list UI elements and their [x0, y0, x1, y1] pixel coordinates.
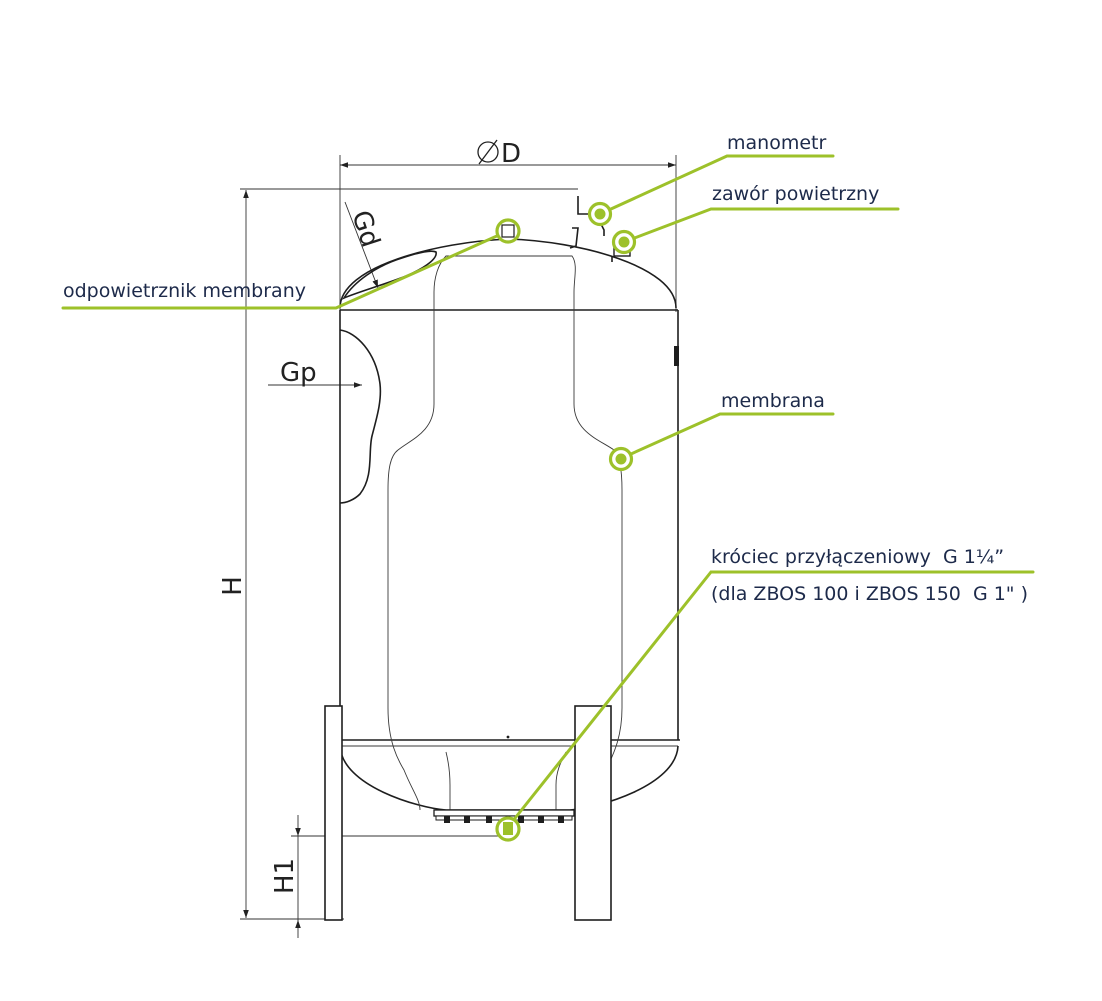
label-manometr: manometr	[727, 132, 826, 154]
label-membrana: membrana	[721, 390, 825, 412]
diameter-label: D	[501, 139, 521, 169]
leader-membrana	[620, 412, 835, 460]
label-zawor: zawór powietrzny	[712, 183, 879, 205]
tank-body	[338, 238, 680, 811]
marker-odpowietrznik-icon	[495, 218, 521, 244]
callout-markers	[495, 201, 637, 842]
top-fittings	[341, 196, 631, 300]
leader-krociec	[506, 570, 1035, 829]
gp-label: Gp	[280, 358, 317, 388]
gd-label: Gd	[345, 207, 385, 251]
diameter-symbol-icon	[477, 139, 499, 165]
marker-manometr-icon	[587, 201, 613, 227]
leg-right	[574, 705, 612, 921]
label-odpowietrznik: odpowietrznik membrany	[63, 280, 306, 302]
height-foot-label: H1	[270, 858, 300, 894]
gp-inspection-flange	[339, 329, 382, 504]
label-krociec-line2: (dla ZBOS 100 i ZBOS 150 G 1" )	[711, 583, 1028, 605]
callout-leaders	[61, 154, 1035, 829]
leader-manometr	[598, 154, 835, 216]
height-label: H	[218, 576, 248, 596]
leader-zawor	[622, 207, 900, 244]
callout-labels: manometr zawór powietrzny odpowietrznik …	[63, 132, 1028, 605]
marker-krociec-icon	[495, 816, 521, 842]
leg-left	[324, 705, 343, 921]
leader-odpowietrznik	[61, 229, 510, 310]
marker-membrana-icon	[608, 446, 634, 472]
marker-zawor-icon	[611, 229, 637, 255]
tank-legs	[324, 705, 612, 921]
label-krociec-line1: króciec przyłączeniowy G 1¼”	[711, 546, 1004, 568]
